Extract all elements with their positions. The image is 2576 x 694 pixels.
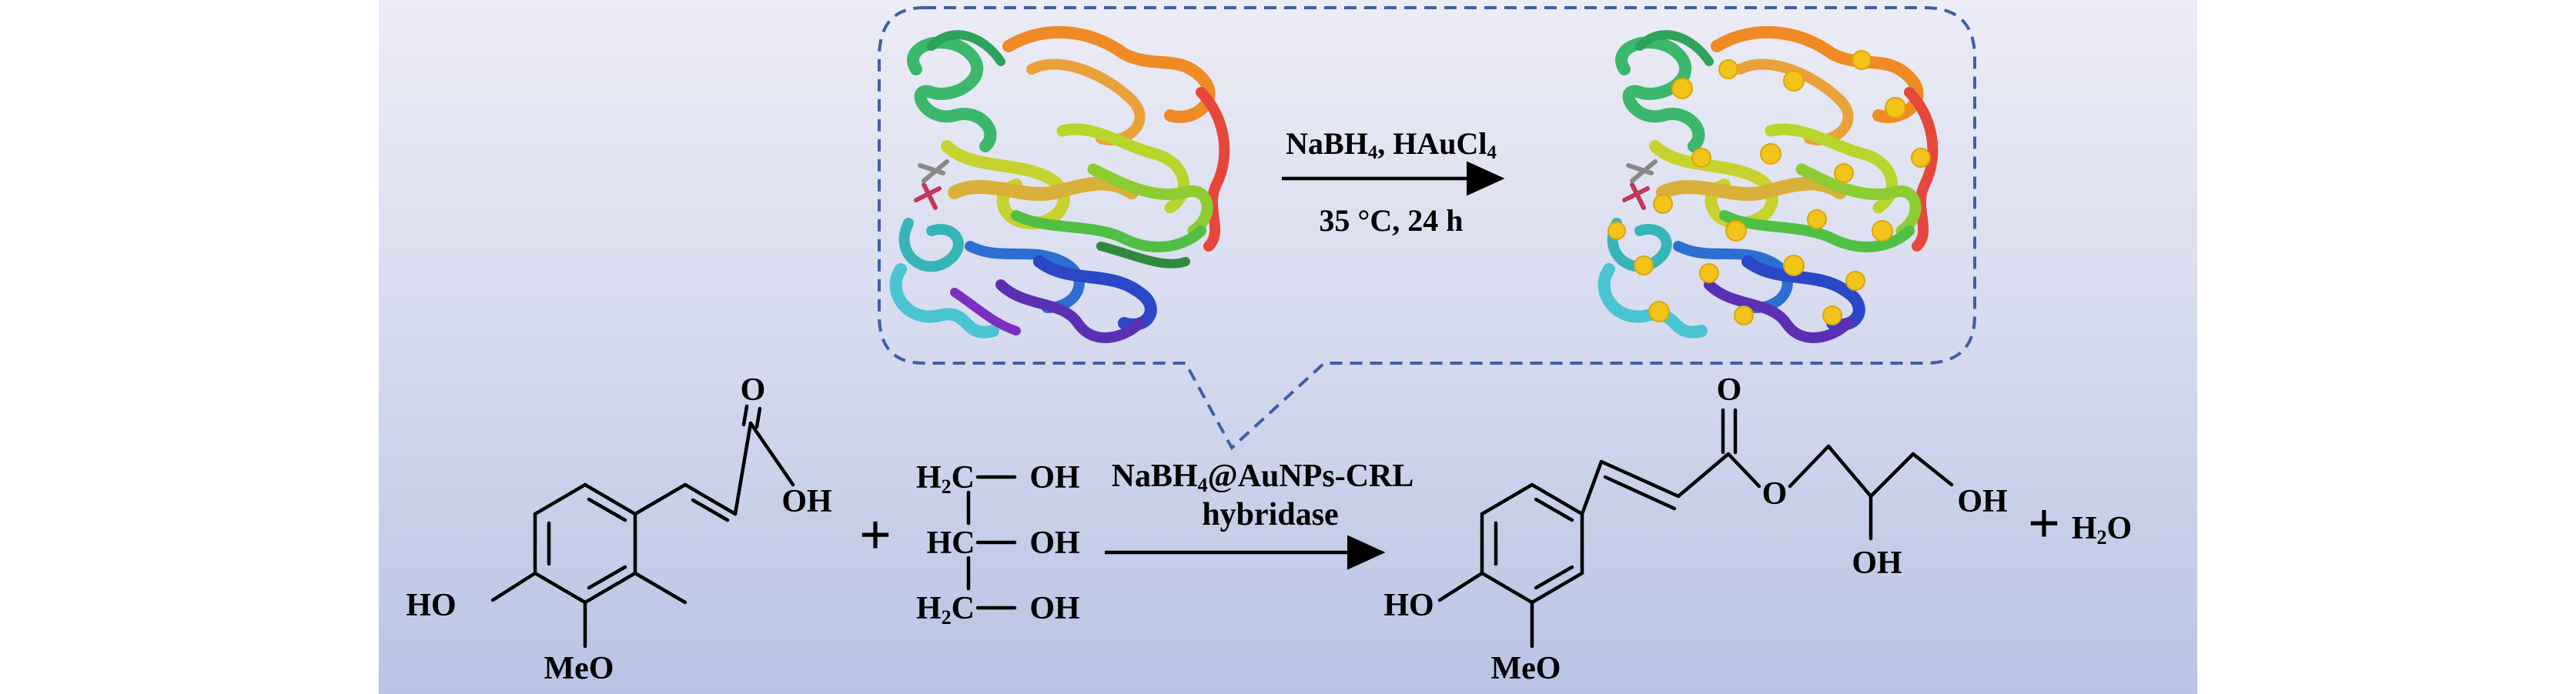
glycerol-row2-carbon: HC <box>927 526 975 561</box>
ferulic-acid-oh: OH <box>781 484 831 519</box>
glycerol-row1-carbon: H2C <box>916 460 975 498</box>
ferulic-phenol-ho: HO <box>406 588 456 623</box>
top-conditions-label: 35 °C, 24 h <box>1319 203 1463 238</box>
catalyst-label: NaBH4@AuNPs-CRL <box>1112 459 1414 496</box>
product-oh-2: OH <box>1852 546 1902 581</box>
product-carbonyl-o: O <box>1717 372 1742 408</box>
ferulic-carbonyl-o: O <box>741 372 766 408</box>
glycerol-row1-oh: OH <box>1029 460 1079 495</box>
plus-sign-2: + <box>2028 492 2060 556</box>
protein-aunps-crl-icon <box>1597 25 1939 343</box>
top-reagents-label: NaBH4, HAuCl4 <box>1286 126 1497 163</box>
water-byproduct: H2O <box>2072 511 2132 549</box>
product-structure <box>1437 408 1954 649</box>
plus-sign-1: + <box>859 504 892 567</box>
ferulic-methoxy: MeO <box>544 651 614 686</box>
ferulic-acid-structure <box>490 404 795 649</box>
catalyst-label-line2: hybridase <box>1202 497 1338 532</box>
glycerol-structure <box>966 475 1017 610</box>
glycerol-row3-oh: OH <box>1029 591 1079 626</box>
product-ester-o: O <box>1762 476 1788 512</box>
glycerol-row2-oh: OH <box>1029 526 1079 561</box>
glycerol-row3-carbon: H2C <box>916 591 975 629</box>
callout-bubble <box>878 6 1976 451</box>
product-methoxy: MeO <box>1491 651 1561 686</box>
protein-crl-icon <box>889 25 1230 343</box>
product-oh-1: OH <box>1957 484 2007 519</box>
product-phenol-ho: HO <box>1383 588 1434 623</box>
